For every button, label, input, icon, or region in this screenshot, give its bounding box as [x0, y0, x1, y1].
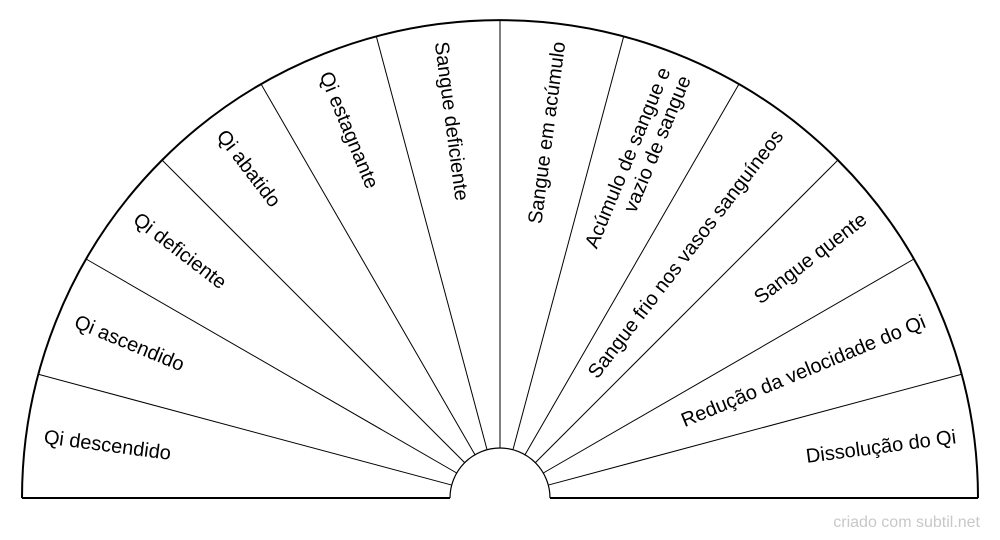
segment-dividers	[22, 20, 978, 499]
segment-divider	[535, 159, 839, 463]
segment-divider	[161, 159, 465, 463]
credit-text: criado com subtil.net	[833, 514, 980, 531]
segment-label: Qi ascendido	[71, 311, 187, 376]
inner-arc	[449, 447, 551, 499]
segment-label: Sangue em acúmulo	[524, 40, 570, 225]
segment-label: Qi deficiente	[129, 209, 231, 294]
segment-divider	[524, 83, 740, 455]
segment-label: Acúmulo de sangue evazio de sangue	[581, 64, 696, 260]
segment-divider	[260, 83, 476, 455]
segment-label: Dissolução do Qi	[805, 426, 958, 468]
segment-divider	[512, 36, 625, 450]
segment-label: Qi abatido	[212, 126, 285, 212]
segment-divider	[543, 258, 915, 474]
segment-divider	[38, 373, 452, 486]
segment-label: Qi descendido	[43, 426, 173, 465]
segment-label: Redução da velocidade do Qi	[678, 311, 929, 432]
segment-label: Sangue deficiente	[430, 40, 473, 202]
segment-divider	[375, 36, 488, 450]
segment-divider	[548, 373, 962, 486]
segment-label: Qi estagnante	[314, 69, 382, 192]
outer-arc	[21, 19, 979, 499]
segment-divider	[85, 258, 457, 474]
